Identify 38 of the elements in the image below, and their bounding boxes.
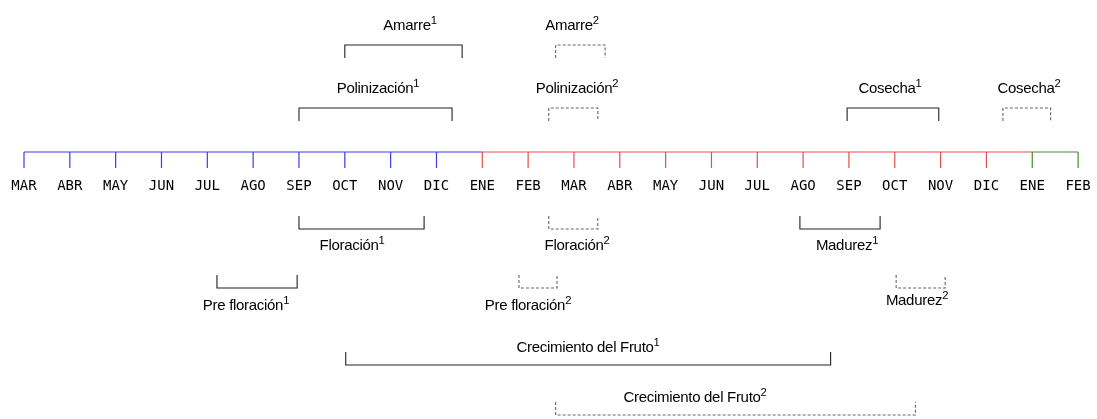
phase-label: Pre floración$^{2}$ (484, 295, 572, 315)
month-label: ABR (607, 176, 633, 194)
month-label: DIC (973, 176, 1000, 194)
phase-label: Madurez$^{1}$ (815, 235, 879, 255)
phase-label: Amarre$^{1}$ (383, 15, 437, 35)
month-label: ENE (1019, 176, 1045, 194)
month-label: MAR (561, 176, 587, 194)
month-label: MAR (11, 176, 37, 194)
month-label: AGO (790, 176, 816, 194)
phase-label: Cosecha$^{2}$ (997, 78, 1061, 98)
phase-label: Pre floración$^{1}$ (202, 295, 290, 315)
month-label: JUN (148, 176, 175, 194)
phase-label: Floración$^{1}$ (319, 235, 385, 255)
month-label: MAY (103, 176, 129, 194)
month-label: JUL (194, 176, 220, 194)
phase-label: Polinización$^{1}$ (336, 78, 420, 98)
phase-label: Crecimiento del Fruto$^{2}$ (623, 387, 767, 407)
phase-label: Madurez$^{2}$ (885, 290, 949, 310)
phase-label: Polinización$^{2}$ (535, 78, 619, 98)
month-label: JUN (698, 176, 725, 194)
month-label: ENE (469, 176, 495, 194)
phase-label: Amarre$^{2}$ (545, 15, 599, 35)
month-label: MAY (652, 176, 679, 194)
month-label: FEB (515, 176, 541, 194)
month-label: FEB (1065, 176, 1091, 194)
month-label: SEP (286, 176, 312, 194)
month-label: NOV (378, 176, 404, 194)
month-label: SEP (836, 176, 862, 194)
phase-label: Cosecha$^{1}$ (858, 78, 922, 98)
month-label: NOV (927, 176, 954, 194)
phase-label: Floración$^{2}$ (544, 235, 610, 255)
phase-label: Crecimiento del Fruto$^{1}$ (516, 337, 660, 357)
month-label: AGO (240, 176, 266, 194)
month-label: DIC (423, 176, 450, 194)
month-label: OCT (332, 176, 358, 194)
month-label: OCT (882, 176, 908, 194)
month-label: ABR (57, 176, 83, 194)
month-label: JUL (744, 176, 770, 194)
